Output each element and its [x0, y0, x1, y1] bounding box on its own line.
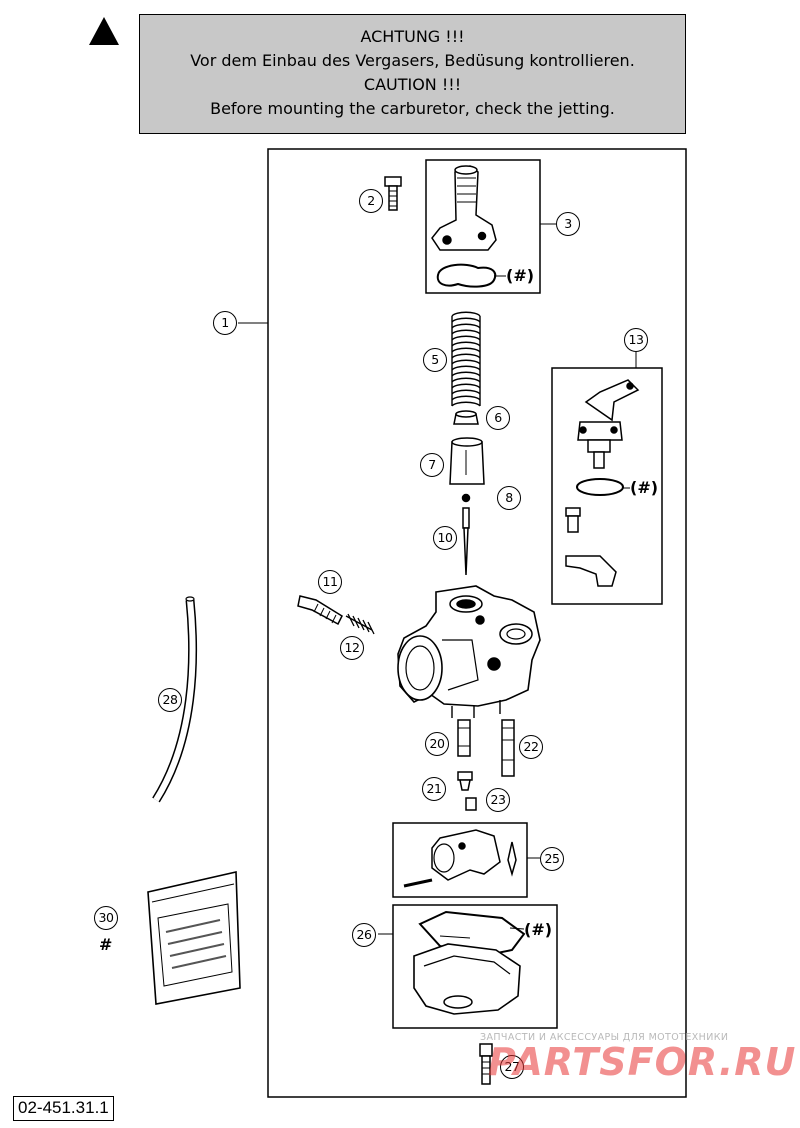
main-jet-21: [457, 771, 473, 791]
screw-2: [384, 176, 402, 211]
caution-line-en-text: Before mounting the carburetor, check th…: [210, 99, 615, 118]
spring-seat-6: [453, 410, 479, 425]
callout-3: 3: [556, 212, 580, 236]
callout-10: 10: [433, 526, 457, 550]
callout-27: 27: [500, 1055, 524, 1079]
choke-part-13: [577, 379, 640, 469]
float-bowl-box: [392, 904, 558, 1029]
callout-2: 2: [359, 189, 383, 213]
cover-part: [431, 165, 497, 251]
cover-box: [425, 159, 541, 294]
float-bowl-part-26: [413, 910, 526, 1015]
needle-clip-8: [461, 493, 471, 503]
callout-5: 5: [423, 348, 447, 372]
callout-22: 22: [519, 735, 543, 759]
caution-line-de-title: ACHTUNG !!!: [360, 27, 465, 46]
callout-26: 26: [352, 923, 376, 947]
watermark-logo: PARTSFOR.RU: [488, 1040, 797, 1084]
kit-note-30: #: [99, 935, 113, 954]
gasket-note-bowl: (#): [524, 920, 553, 939]
tube-20: [457, 719, 471, 757]
assembly-frame: [267, 148, 687, 1098]
drain-bolt-27: [479, 1043, 493, 1085]
callout-30: 30: [94, 906, 118, 930]
callout-1: 1: [213, 311, 237, 335]
callout-28: 28: [158, 688, 182, 712]
jet-needle-10: [462, 507, 470, 576]
float-box: [392, 822, 528, 898]
throttle-slide-7: [449, 437, 485, 485]
caution-line-en-title: CAUTION !!!: [363, 75, 462, 94]
drawing-reference-code: 02-451.31.1: [13, 1096, 114, 1121]
float-part-25: [403, 829, 517, 888]
caution-line-de-text: Vor dem Einbau des Vergasers, Bedüsung k…: [190, 51, 635, 70]
gasket-note-choke: (#): [630, 478, 659, 497]
callout-21: 21: [422, 777, 446, 801]
idle-jet-23: [465, 797, 477, 811]
choke-screw: [565, 507, 581, 533]
callout-25: 25: [540, 847, 564, 871]
carburetor-body: [397, 585, 541, 718]
callout-6: 6: [486, 406, 510, 430]
idle-screw-11: [297, 595, 343, 626]
caution-box: ACHTUNG !!! Vor dem Einbau des Vergasers…: [139, 14, 686, 134]
choke-box: [551, 367, 663, 605]
warning-triangle-icon: [89, 17, 119, 45]
cover-gasket: [436, 263, 497, 288]
callout-13: 13: [624, 328, 648, 352]
choke-bracket: [565, 555, 617, 587]
callout-8: 8: [497, 486, 521, 510]
jet-kit-bag-30: [147, 871, 241, 1005]
idle-spring-12: [345, 613, 375, 635]
watermark-tagline: ЗАПЧАСТИ И АКСЕССУАРЫ ДЛЯ МОТОТЕХНИКИ: [480, 1032, 729, 1043]
callout-11: 11: [318, 570, 342, 594]
tube-22: [501, 719, 515, 777]
choke-gasket: [576, 478, 624, 496]
callout-7: 7: [420, 453, 444, 477]
gasket-note-cover: (#): [506, 266, 535, 285]
spring-5: [451, 311, 481, 407]
fuel-hose-28: [152, 596, 198, 803]
callout-23: 23: [486, 788, 510, 812]
callout-20: 20: [425, 732, 449, 756]
callout-12: 12: [340, 636, 364, 660]
